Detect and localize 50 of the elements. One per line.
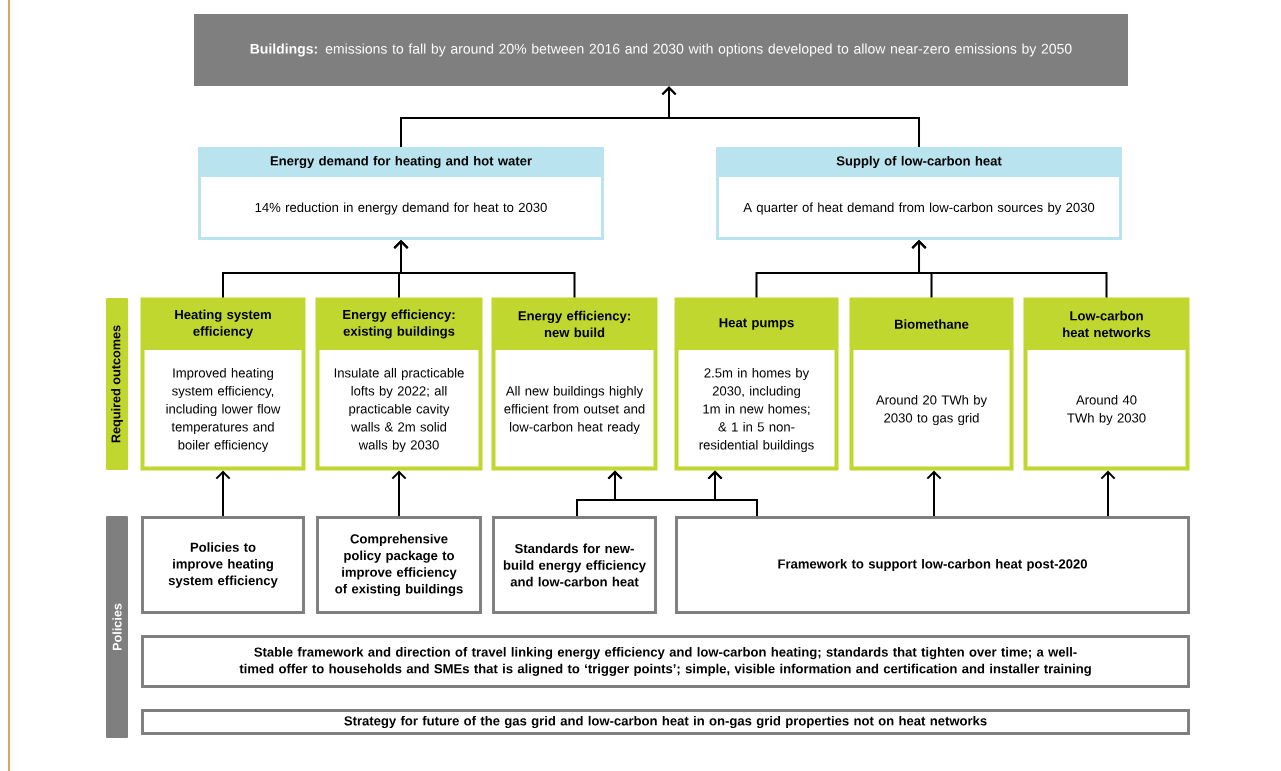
policy-box [141, 709, 1190, 735]
box-heading: Supply of low-carbon heat [836, 155, 1002, 169]
arrow [661, 86, 920, 149]
outcome-box [1023, 297, 1190, 471]
outcome-box [491, 297, 658, 471]
box-heading: Energy efficiency: existing buildings [343, 309, 455, 339]
policy-text: Policies to improve heating system efficiency [168, 542, 278, 588]
policy-text: Strategy for future of the gas grid and low-carbon heat in on-gas grid properties not on heat networks [344, 715, 987, 729]
arrow [393, 239, 576, 299]
heading-text: Buildings: emissions to fall by around 20% between 2016 and 2030 with options developed to allow near-zero emissions by 2050 [250, 43, 1072, 57]
outcome-box [315, 297, 483, 471]
band-label: Required outcomes [111, 325, 123, 443]
box-text: All new buildings highly efficient from outset and low-carbon heat ready [504, 385, 645, 435]
box-text: Insulate all practicable lofts by 2022; all practicable cavity walls & 2m solid walls by 2030 [334, 367, 464, 453]
band-label: Policies [112, 603, 122, 651]
policy-box [141, 516, 305, 614]
outcome-box [849, 297, 1014, 471]
policy-text: Stable framework and direction of travel linking energy efficiency and low-carbon heating; standards that tighten over time; a well-timed offer to households and SMEs that is aligned to ‘trigger points’; simple, visible information and certification and installer training [239, 647, 1091, 676]
box-heading: Heating system efficiency [175, 309, 271, 339]
outcome-box [140, 297, 306, 471]
box-heading: Low-carbon heat networks [1063, 310, 1151, 338]
box-text: Around 20 TWh by 2030 to gas grid [876, 394, 987, 426]
target-box [716, 147, 1122, 240]
side-band [106, 298, 128, 470]
box-text: 2.5m in homes by 2030, including 1m in new homes; & 1 in 5 non-residential buildings [699, 367, 814, 453]
arrow [1100, 470, 1116, 518]
target-box [198, 147, 604, 240]
box-text: 14% reduction in energy demand for heat to 2030 [255, 202, 547, 215]
box-heading: Biomethane [895, 319, 969, 329]
arrow [911, 239, 1108, 299]
arrow [391, 470, 407, 518]
arrow [707, 470, 758, 518]
box-heading: Heat pumps [719, 318, 794, 330]
policy-text: Framework to support low-carbon heat post-2020 [778, 558, 1087, 572]
policy-box [492, 516, 657, 614]
box-heading: Energy demand for heating and hot water [270, 155, 532, 169]
policy-box [675, 516, 1190, 614]
box-heading: Energy efficiency: new build [518, 310, 630, 338]
policy-box [141, 635, 1190, 688]
box-text: Around 40 TWh by 2030 [1067, 394, 1146, 426]
arrow [926, 470, 942, 518]
policy-text: Standards for new-build energy efficiency and low-carbon heat [503, 543, 646, 587]
arrow [215, 470, 231, 518]
goal-box [194, 14, 1128, 86]
side-band [106, 516, 128, 738]
outcome-box [674, 297, 839, 471]
policy-box [316, 516, 482, 614]
box-text: A quarter of heat demand from low-carbon sources by 2030 [743, 202, 1095, 215]
policy-text: Comprehensive policy package to improve efficiency of existing buildings [335, 533, 463, 597]
box-text: Improved heating system efficiency, including lower flow temperatures and boiler efficiency [166, 367, 281, 453]
